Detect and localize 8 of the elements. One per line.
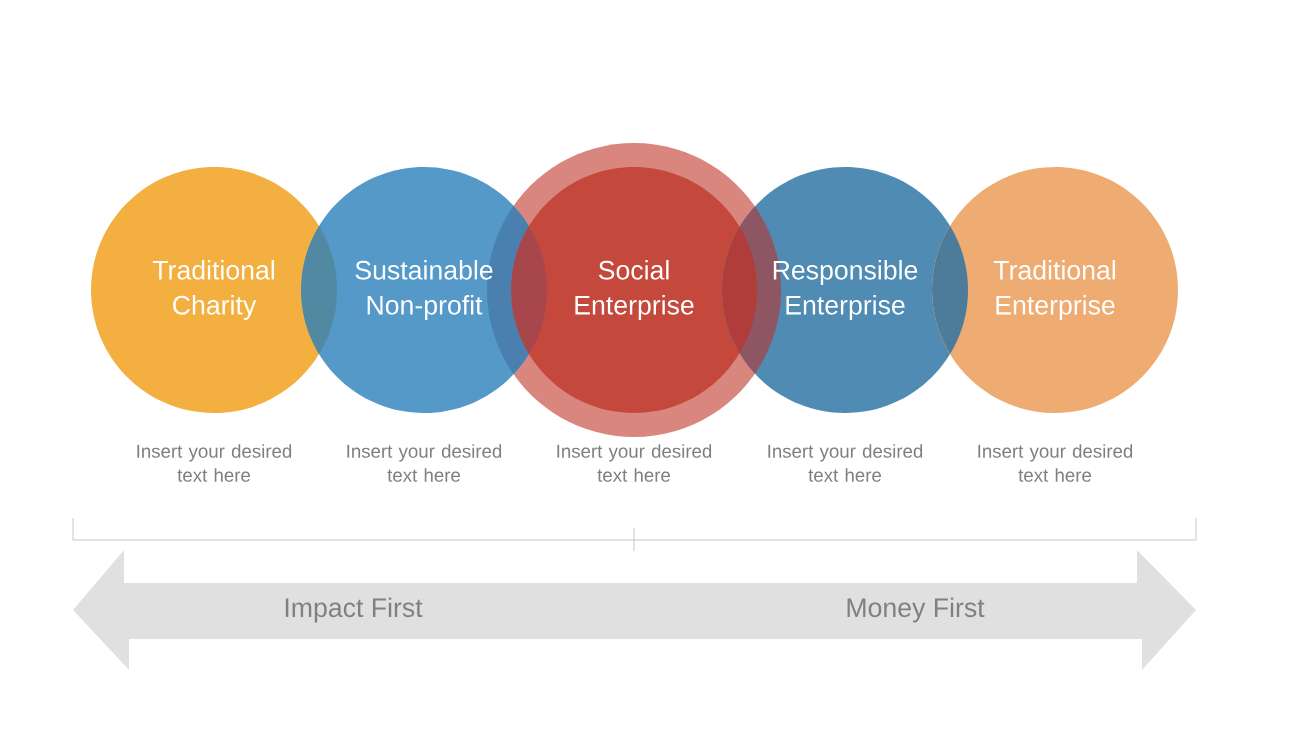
caption-text: Insert your desired text here xyxy=(347,444,502,482)
caption-text: Insert your desired text here xyxy=(137,444,292,482)
arrow-label: Money First xyxy=(847,597,985,623)
arrow-label: Impact First xyxy=(285,597,423,623)
caption-text: Insert your desired text here xyxy=(768,444,923,482)
caption-text: Insert your desired text here xyxy=(978,444,1133,482)
caption-text: Insert your desired text here xyxy=(557,444,712,482)
double-arrow xyxy=(73,550,1196,670)
